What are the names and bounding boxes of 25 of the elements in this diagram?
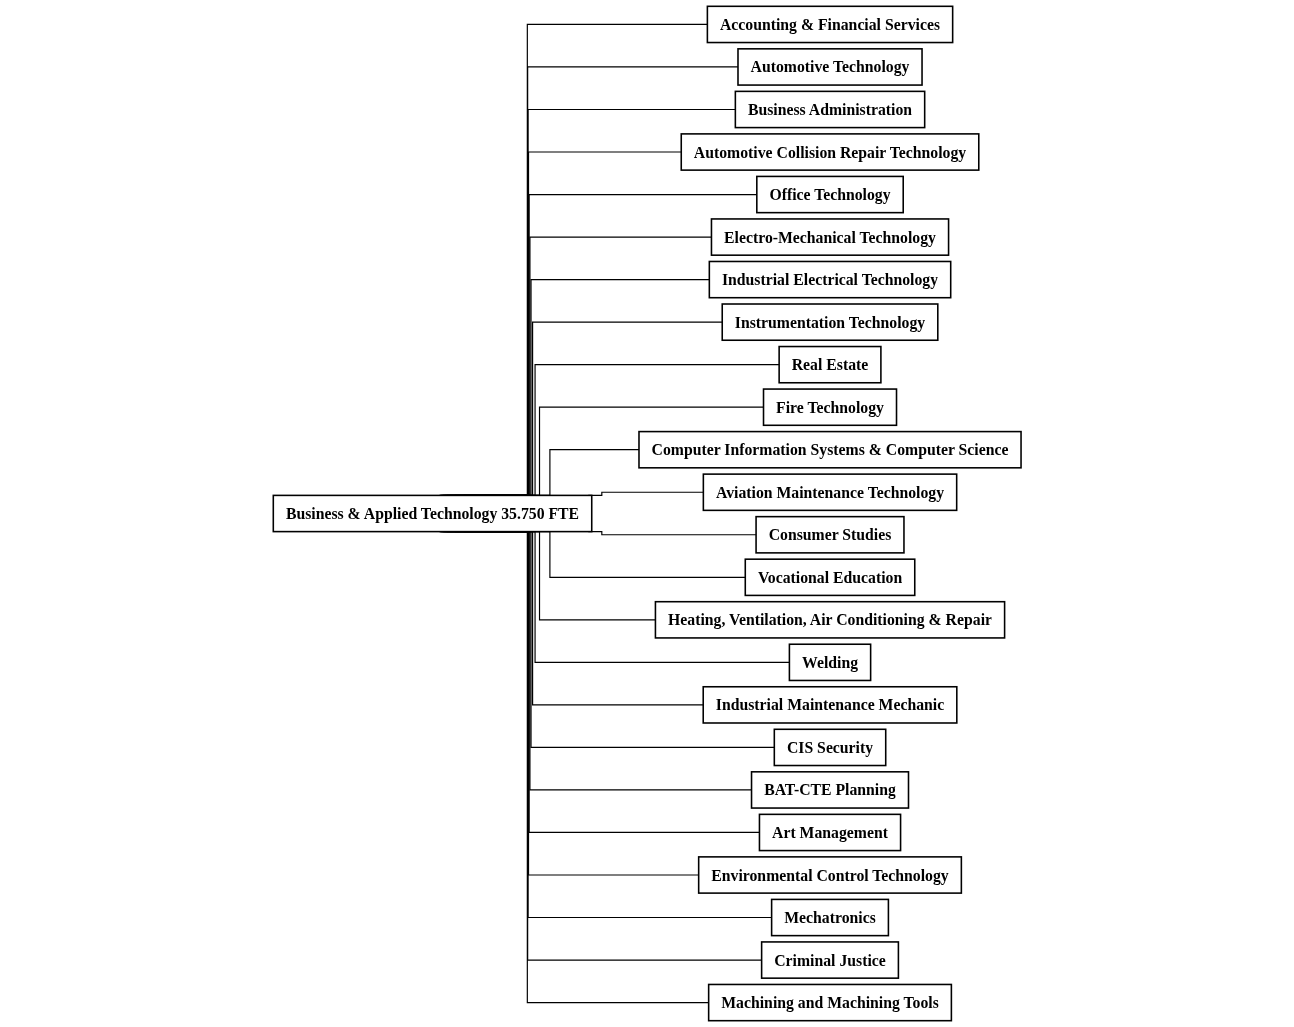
node-box: Electro-Mechanical Technology [710,218,950,256]
node-box: Accounting & Financial Services [706,5,954,44]
node-box: Art Management [758,813,902,852]
node-box: Industrial Maintenance Mechanic [702,685,958,724]
node-box: Automotive Collision Repair Technology [680,133,980,171]
node-box: Automotive Technology [737,48,923,86]
node-box: Vocational Education [744,558,916,597]
node-box: Instrumentation Technology [721,303,939,342]
node-box: Criminal Justice [760,941,899,979]
node-box: Aviation Maintenance Technology [702,473,958,512]
node-box: Business & Applied Technology 35.750 FTE [272,494,593,533]
node-box: CIS Security [773,728,887,767]
node-box: Office Technology [755,175,904,214]
node-box: Real Estate [778,345,882,384]
node-box: Industrial Electrical Technology [708,260,952,299]
node-box: Machining and Machining Tools [707,983,952,1022]
node-box: BAT-CTE Planning [750,771,910,809]
node-box: Computer Information Systems & Computer Science [638,430,1022,469]
node-box: Mechatronics [770,898,889,937]
node-box: Fire Technology [762,388,898,427]
node-box: Consumer Studies [755,515,905,554]
node-box: Heating, Ventilation, Air Conditioning & Repair [654,600,1006,639]
node-box: Welding [788,643,872,682]
node-box: Business Administration [734,90,926,129]
node-box: Environmental Control Technology [697,856,962,894]
